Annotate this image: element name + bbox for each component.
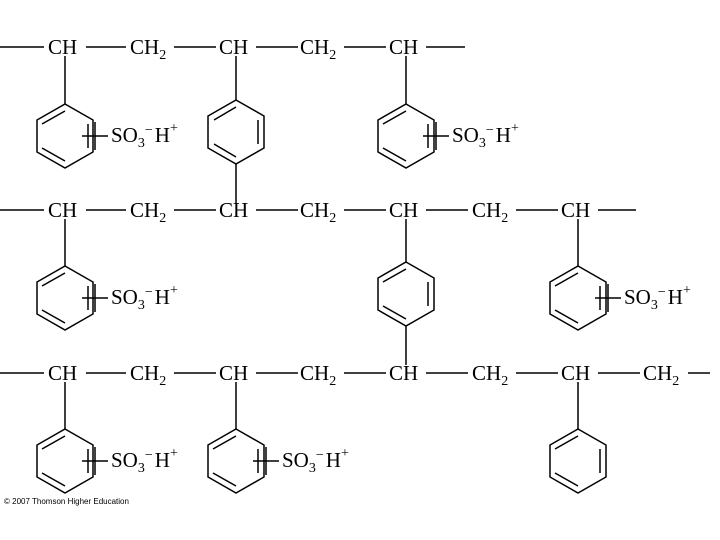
chain-3-ch2-4: CH2 [643,361,679,389]
chain-2-ch2-1: CH2 [130,198,166,226]
polymer-chain-2: CH CH2 CH CH2 CH CH2 CH [0,198,636,226]
benzene-ring-sulfonated: SO3−H+ [549,219,691,331]
sulfonate-group: SO3−H+ [111,121,178,151]
chain-3-ch-2: CH [219,361,248,385]
benzene-ring-sulfonated: SO3−H+ [207,382,349,494]
polymer-chain-3: CH CH2 CH CH2 CH CH2 CH CH2 [0,361,710,389]
chain-3-ch-3: CH [389,361,418,385]
benzene-ring-sulfonated: SO3−H+ [36,219,178,331]
sulfonate-group: SO3−H+ [111,446,178,476]
benzene-ring-sulfonated: SO3−H+ [36,56,178,169]
chain-3-ch2-1: CH2 [130,361,166,389]
benzene-ring-crosslink [377,219,435,365]
chain-2-ch-4: CH [561,198,590,222]
chain-2-ch-2: CH [219,198,248,222]
chain-2-ch-1: CH [48,198,77,222]
chain-3-ch-1: CH [48,361,77,385]
benzene-ring [549,382,607,494]
chain-1-ch2-2: CH2 [300,35,336,63]
sulfonate-group: SO3−H+ [624,283,691,313]
benzene-ring-sulfonated: SO3−H+ [36,382,178,494]
copyright-notice: © 2007 Thomson Higher Education [4,497,129,506]
chain-1-ch-1: CH [48,35,77,59]
benzene-ring-crosslink [207,56,265,203]
chain-2-ch2-2: CH2 [300,198,336,226]
benzene-ring-sulfonated: SO3−H+ [377,56,519,169]
chain-1-ch-3: CH [389,35,418,59]
chain-3-ch2-2: CH2 [300,361,336,389]
chain-1-ch2-1: CH2 [130,35,166,63]
polymer-chain-1: CH CH2 CH CH2 CH [0,35,465,63]
chain-3-ch-4: CH [561,361,590,385]
chain-1-ch-2: CH [219,35,248,59]
sulfonate-group: SO3−H+ [282,446,349,476]
chain-3-ch2-3: CH2 [472,361,508,389]
chain-2-ch2-3: CH2 [472,198,508,226]
sulfonate-group: SO3−H+ [111,283,178,313]
sulfonate-group: SO3−H+ [452,121,519,151]
chain-2-ch-3: CH [389,198,418,222]
